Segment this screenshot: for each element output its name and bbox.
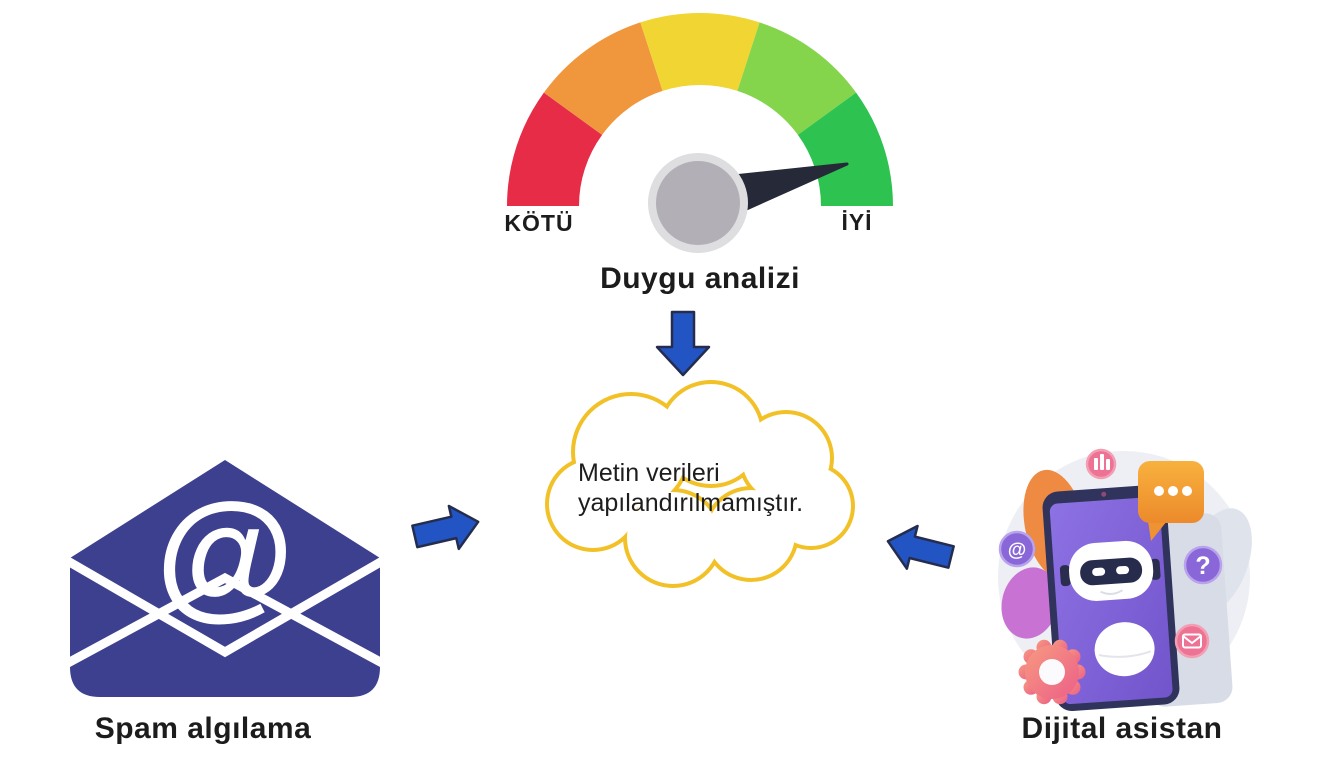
cloud-body [549,384,851,584]
at-badge-symbol: @ [1008,540,1027,561]
gear-icon [1018,639,1086,705]
gauge-label-bad: KÖTÜ [504,210,574,236]
at-badge-icon: @ [998,530,1036,568]
chat-bubble-icon [1138,461,1204,541]
question-badge-icon: ? [1183,545,1223,585]
robot-body [1094,622,1155,677]
gauge-segment-orange [543,22,663,135]
gear-hole [1039,659,1065,685]
cloud-text-line2: yapılandırılmamıştır. [578,489,804,517]
gauge-label-good: İYİ [841,209,873,235]
robot-body-line [1098,650,1152,658]
arrow-left-shape [886,524,955,570]
mail-badge-icon [1174,623,1210,659]
cloud-text-line1: Metin verileri [578,459,720,487]
cloud-shape [545,380,855,588]
arrow-right-shape [411,504,480,551]
gauge-segment-yellow [640,12,760,91]
chat-bubble-tail [1148,521,1167,541]
robot-face [1059,540,1161,677]
robot-visor [1080,557,1143,586]
robot-smile [1100,589,1124,595]
cloud-text: Metin verileri yapılandırılmamıştır. [578,458,803,518]
chart-badge-icon [1085,448,1117,480]
arrow-down-icon [655,310,711,377]
robot-eye-right [1116,565,1130,575]
envelope-fold-v [63,556,387,658]
gauge-segment-red [507,92,603,206]
chat-dot [1168,486,1178,496]
arrow-left-icon [886,524,955,570]
sentiment-analysis-label: Duygu analizi [600,262,800,295]
spam-detection-label: Spam algılama [94,712,312,745]
chat-dot [1182,486,1192,496]
digital-assistant-illustration: @ ? [998,448,1252,711]
envelope-fold-lambda [63,572,387,668]
gauge-segment-light-green [737,22,857,135]
email-envelope-icon: @ [63,460,387,697]
sentiment-gauge-icon [507,12,893,253]
digital-assistant-label: Dijital asistan [1021,712,1223,745]
gauge-segment-green [797,92,893,206]
arrow-right-icon [411,504,480,551]
phone-camera-dot [1101,491,1107,497]
question-badge-symbol: ? [1195,552,1210,580]
robot-eye-left [1092,567,1106,576]
magenta-blob [1001,567,1059,639]
robot-ear-left [1059,565,1071,587]
gauge-hub [648,153,748,253]
arrow-down-shape [655,310,711,377]
chat-dot [1154,486,1164,496]
at-symbol: @ [156,474,294,633]
